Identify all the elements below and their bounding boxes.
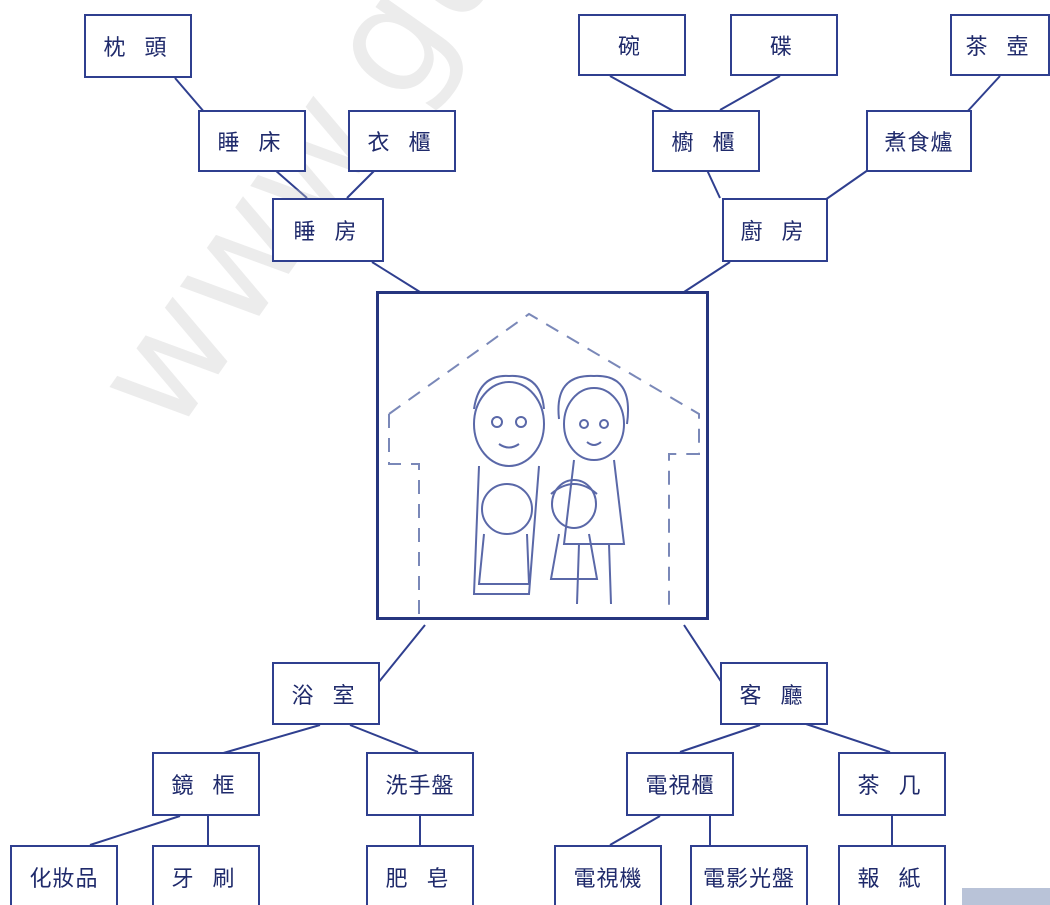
link-teapot-stove [965, 75, 1001, 114]
link-pillow-bed [174, 77, 206, 114]
link-plate-cupboard [719, 75, 781, 111]
node-cupboard: 櫥 櫃 [652, 110, 760, 172]
node-washbasin: 洗手盤 [366, 752, 474, 816]
node-cosmetics: 化妝品 [10, 845, 118, 905]
node-toothbrush: 牙 刷 [152, 845, 260, 905]
link-stove-kitchen [824, 169, 869, 201]
link-wardrobe-bedroom [346, 169, 376, 199]
link-living-table [799, 721, 891, 753]
center-family-image [376, 291, 709, 620]
node-mirror-frame: 鏡 框 [152, 752, 260, 816]
node-coffee-table: 茶 几 [838, 752, 946, 816]
link-tvcab-tv [609, 815, 661, 846]
node-bedroom: 睡 房 [272, 198, 384, 262]
node-plate: 碟 [730, 14, 838, 76]
link-bathroom-washbasin [349, 724, 419, 753]
node-stove: 煮食爐 [866, 110, 972, 172]
link-bathroom-mirror [219, 724, 321, 755]
link-living-tvcab [679, 724, 761, 753]
node-bowl: 碗 [578, 14, 686, 76]
link-bowl-cupboard [609, 75, 678, 114]
link-center-living [683, 624, 723, 684]
link-mirror-cosmetics [89, 815, 181, 846]
node-television: 電視機 [554, 845, 662, 905]
node-bathroom: 浴 室 [272, 662, 380, 725]
link-cupboard-kitchen [706, 169, 721, 199]
node-teapot: 茶 壺 [950, 14, 1050, 76]
node-wardrobe: 衣 櫃 [348, 110, 456, 172]
family-house-illustration [388, 312, 700, 614]
node-dvd: 電影光盤 [690, 845, 808, 905]
node-soap: 肥 皂 [366, 845, 474, 905]
node-living-room: 客 廳 [720, 662, 828, 725]
link-bedroom-center [371, 261, 421, 293]
link-center-bathroom [377, 624, 426, 684]
node-tv-cabinet: 電視櫃 [626, 752, 734, 816]
node-kitchen: 廚 房 [722, 198, 828, 262]
node-pillow: 枕 頭 [84, 14, 192, 78]
node-newspaper: 報 紙 [838, 845, 946, 905]
link-bed-bedroom [274, 169, 308, 199]
corner-badge [962, 888, 1050, 905]
link-kitchen-center [683, 261, 731, 293]
node-bed: 睡 床 [198, 110, 306, 172]
